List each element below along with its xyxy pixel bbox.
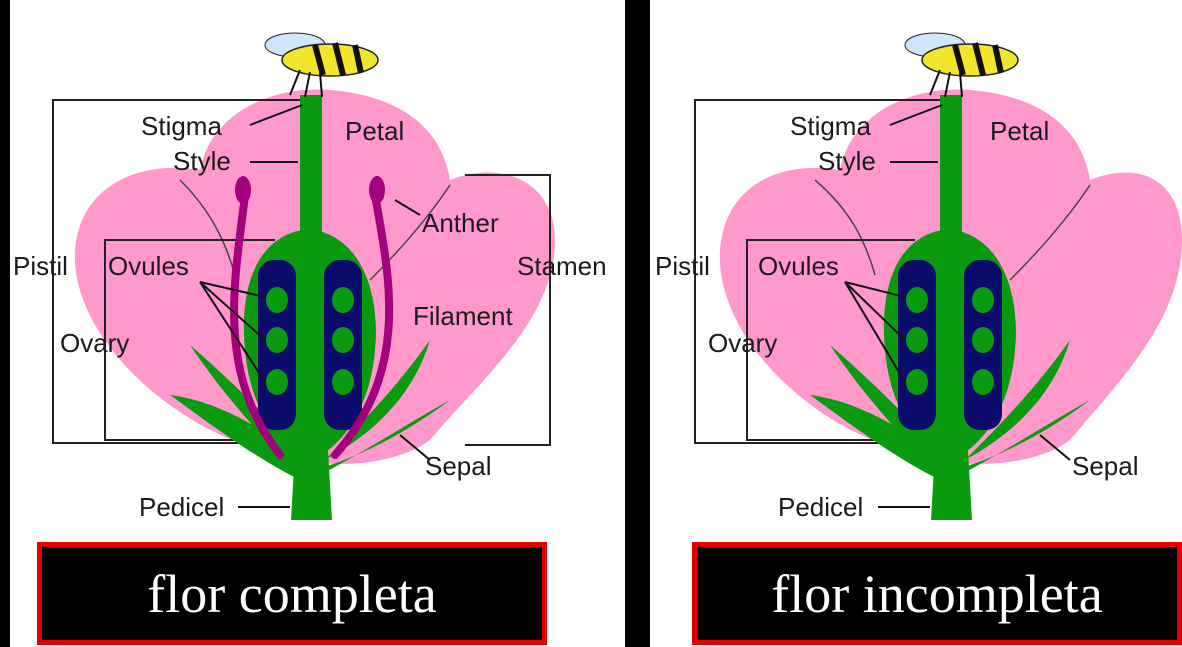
sepal-label: Sepal [1072, 451, 1139, 481]
caption-complete: flor completa [147, 567, 436, 621]
anther-label: Anther [422, 208, 499, 238]
style-label: Style [818, 146, 876, 176]
ovule [972, 327, 994, 353]
pedicel-shape [291, 450, 332, 520]
ovule [972, 369, 994, 395]
ovule [906, 287, 928, 313]
ovule [332, 327, 354, 353]
ovary-label: Ovary [60, 328, 129, 358]
filament-label: Filament [413, 301, 513, 331]
pistil-label: Pistil [13, 251, 68, 281]
ovule [906, 327, 928, 353]
bee [905, 33, 1018, 97]
ovule [332, 287, 354, 313]
petal-label: Petal [345, 116, 404, 146]
ovule [906, 369, 928, 395]
ovule [332, 369, 354, 395]
ovules-label: Ovules [108, 251, 189, 281]
ovary-label: Ovary [708, 328, 777, 358]
bee [265, 33, 378, 97]
ovules-label: Ovules [758, 251, 839, 281]
stamen-label: Stamen [517, 251, 607, 281]
ovule [266, 287, 288, 313]
incomplete-flower-panel: Stigma Style Petal Pistil Ovules Ovary S… [650, 0, 1182, 647]
style-shape [940, 95, 962, 245]
caption-incomplete-box: flor incompleta [692, 542, 1182, 645]
caption-incomplete: flor incompleta [771, 567, 1102, 621]
petal-label: Petal [990, 116, 1049, 146]
anther-right [369, 176, 385, 204]
stigma-label: Stigma [141, 111, 222, 141]
pedicel-label: Pedicel [139, 492, 224, 522]
ovule [266, 327, 288, 353]
caption-complete-box: flor completa [37, 542, 547, 645]
pedicel-shape [931, 450, 972, 520]
pedicel-label: Pedicel [778, 492, 863, 522]
sepal-label: Sepal [425, 451, 492, 481]
complete-flower-panel: Stigma Style Petal Anther Pistil Ovules … [10, 0, 625, 647]
ovule [266, 369, 288, 395]
ovule [972, 287, 994, 313]
stigma-label: Stigma [790, 111, 871, 141]
pistil-label: Pistil [655, 251, 710, 281]
style-shape [300, 95, 322, 245]
style-label: Style [173, 146, 231, 176]
anther-left [235, 176, 251, 204]
